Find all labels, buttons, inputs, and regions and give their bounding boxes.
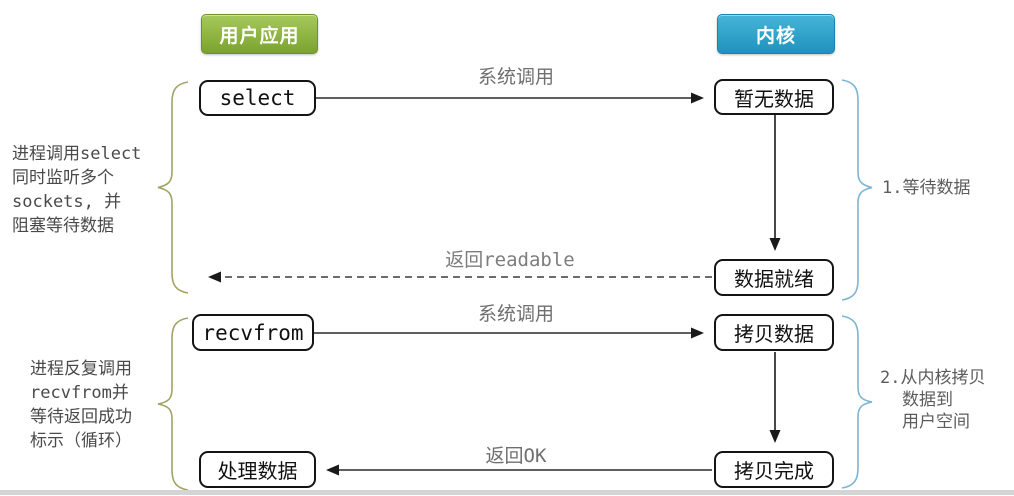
label-return-readable: 返回readable (445, 249, 575, 271)
note-recvfrom-behavior: 进程反复调用 recvfrom并 等待返回成功 标示（循环） (30, 357, 132, 453)
kernel-header: 内核 (717, 14, 835, 54)
label-syscall-2: 系统调用 (477, 303, 554, 325)
phase-2-line: 2.从内核拷贝 (880, 368, 986, 388)
user-app-header: 用户应用 (201, 14, 318, 54)
left-brace-wait-phase (157, 81, 189, 294)
node-copy-done: 拷贝完成 (714, 451, 834, 488)
phase-2-line: 用户空间 (902, 412, 970, 432)
note-line: recvfrom并 (30, 383, 129, 403)
phase-2-label: 2.从内核拷贝 数据到 用户空间 (880, 367, 985, 433)
node-select: select (199, 80, 316, 116)
note-line: 进程反复调用 (30, 359, 132, 379)
phase-2-line: 数据到 (902, 390, 953, 410)
note-line: 阻塞等待数据 (12, 216, 114, 236)
node-process-data: 处理数据 (199, 451, 316, 488)
note-line: 等待返回成功 (30, 407, 132, 427)
node-data-ready: 数据就绪 (714, 259, 834, 296)
note-line: 进程调用select (12, 144, 142, 164)
note-line: 标示（循环） (30, 431, 132, 451)
node-recvfrom: recvfrom (192, 314, 314, 351)
label-syscall-1: 系统调用 (477, 66, 554, 88)
label-return-ok: 返回OK (485, 445, 547, 467)
node-no-data: 暂无数据 (714, 79, 834, 115)
note-line: sockets, 并 (12, 192, 122, 212)
phase-1-label: 1.等待数据 (882, 178, 971, 198)
note-select-behavior: 进程调用select 同时监听多个 sockets, 并 阻塞等待数据 (12, 142, 141, 238)
bottom-border (0, 490, 1014, 495)
node-copy-data: 拷贝数据 (714, 314, 834, 351)
note-line: 同时监听多个 (12, 168, 114, 188)
left-brace-copy-phase (157, 317, 189, 491)
right-brace-wait-phase (841, 79, 873, 301)
right-brace-copy-phase (841, 315, 873, 489)
